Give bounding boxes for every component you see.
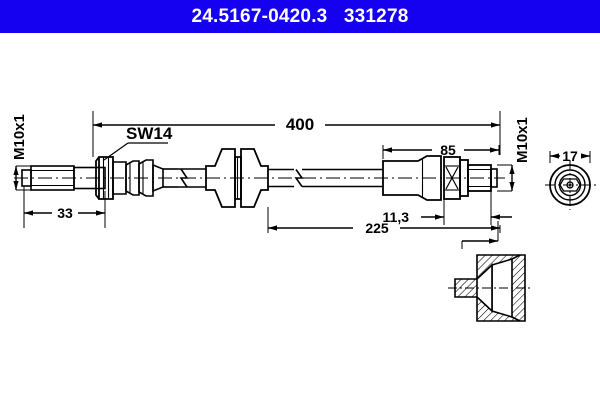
dimension-85-label: 85 (440, 142, 456, 158)
header-bar: 24.5167-0420.3 331278 (0, 0, 600, 33)
dimension-33-label: 33 (57, 205, 73, 221)
hose-segment-left (163, 168, 206, 188)
dimension-17-label: 17 (562, 148, 578, 164)
dimension-33: 33 (23, 186, 106, 228)
dimension-400: 400 (92, 111, 501, 157)
dimension-225: 225 (267, 207, 501, 236)
hose-segment-right (268, 168, 383, 188)
technical-drawing-canvas: 400 33 M10x1 (0, 33, 600, 400)
end-view-circular (545, 160, 596, 210)
label-sw14-text: SW14 (126, 124, 173, 143)
brake-hose-drawing-svg: 400 33 M10x1 (11, 111, 596, 322)
page-title: 24.5167-0420.3 331278 (191, 6, 409, 27)
label-m10x1-left-text: M10x1 (11, 114, 28, 160)
dimension-225-label: 225 (365, 220, 389, 236)
section-detail-seat (448, 221, 532, 322)
dimension-17: 17 (549, 148, 591, 164)
center-grommet-bracket (205, 148, 269, 208)
left-thread-diameter-dim (13, 165, 31, 191)
label-m10x1-right: M10x1 (497, 117, 531, 192)
dimension-85: 85 (382, 142, 500, 159)
dimension-400-label: 400 (286, 115, 314, 134)
label-sw14: SW14 (103, 124, 173, 161)
label-m10x1-left: M10x1 (11, 114, 28, 160)
dimension-11-3-label: 11,3 (383, 209, 410, 225)
label-m10x1-right-text: M10x1 (514, 117, 531, 163)
dimension-11-3: 11,3 (383, 191, 512, 225)
